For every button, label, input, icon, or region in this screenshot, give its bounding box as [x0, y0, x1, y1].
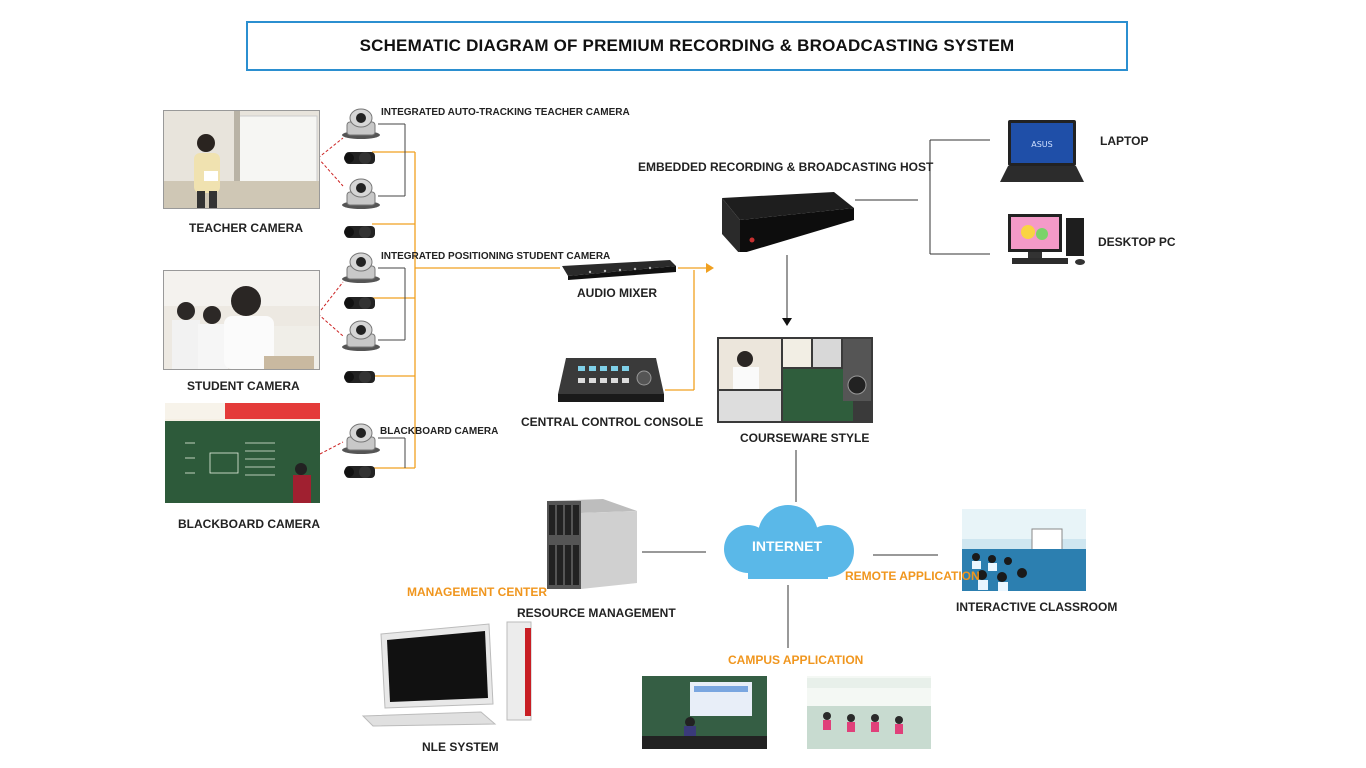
ptz-camera-icon: [342, 252, 380, 283]
ptz-camera-icon: [342, 108, 380, 139]
courseware-style-screen: [717, 337, 873, 423]
svg-text:ASUS: ASUS: [1031, 140, 1052, 149]
student-camera-label: STUDENT CAMERA: [187, 379, 300, 393]
teacher-camera-label: TEACHER CAMERA: [189, 221, 303, 235]
audio-mixer-device: [562, 260, 676, 280]
teacher-camera-photo: [163, 110, 320, 209]
campus-application-label: CAMPUS APPLICATION: [728, 653, 864, 667]
interactive-classroom-label: INTERACTIVE CLASSROOM: [956, 600, 1118, 614]
ptz-camera-icon: [342, 423, 380, 454]
ptz-camera-icon: [342, 178, 380, 209]
desktop-pc-icon: [1008, 214, 1085, 265]
blackboard-camera-small-label: BLACKBOARD CAMERA: [380, 426, 499, 437]
bullet-camera-icon: [344, 466, 375, 478]
interactive-classroom-photo: [962, 509, 1086, 591]
laptop-icon: ASUS: [1000, 120, 1084, 182]
bullet-camera-icon: [344, 226, 375, 238]
campus-application-photo-1: [642, 676, 767, 749]
nle-system-label: NLE SYSTEM: [422, 740, 499, 754]
host-label: EMBEDDED RECORDING & BROADCASTING HOST: [638, 160, 934, 174]
diagram-title-box: SCHEMATIC DIAGRAM OF PREMIUM RECORDING &…: [246, 21, 1128, 71]
audio-mixer-label: AUDIO MIXER: [577, 286, 658, 300]
auto-tracking-camera-label: INTEGRATED AUTO-TRACKING TEACHER CAMERA: [381, 107, 630, 118]
courseware-style-label: COURSEWARE STYLE: [740, 431, 870, 445]
cloud-icon: [724, 505, 854, 579]
recording-broadcasting-host: [722, 192, 854, 252]
bullet-camera-icon: [344, 371, 375, 383]
laptop-label: LAPTOP: [1100, 134, 1149, 148]
positioning-student-camera-label: INTEGRATED POSITIONING STUDENT CAMERA: [381, 251, 611, 262]
bullet-camera-icon: [344, 297, 375, 309]
remote-application-label: REMOTE APPLICATION: [845, 569, 980, 583]
central-control-console: [558, 358, 664, 402]
monitor-icon: [361, 621, 532, 727]
blackboard-camera-label: BLACKBOARD CAMERA: [178, 517, 320, 531]
internet-label: INTERNET: [752, 538, 822, 554]
ptz-camera-icon: [342, 320, 380, 351]
server-icon: [547, 499, 637, 589]
management-center-label: MANAGEMENT CENTER: [407, 585, 547, 599]
blackboard-camera-photo: [165, 403, 320, 503]
resource-management-label: RESOURCE MANAGEMENT: [517, 606, 676, 620]
desktop-pc-label: DESKTOP PC: [1098, 235, 1176, 249]
campus-application-photo-2: [807, 676, 931, 749]
diagram-title: SCHEMATIC DIAGRAM OF PREMIUM RECORDING &…: [359, 36, 1015, 55]
bullet-camera-icon: [344, 152, 375, 164]
central-control-console-label: CENTRAL CONTROL CONSOLE: [521, 415, 704, 429]
student-camera-photo: [163, 270, 320, 370]
